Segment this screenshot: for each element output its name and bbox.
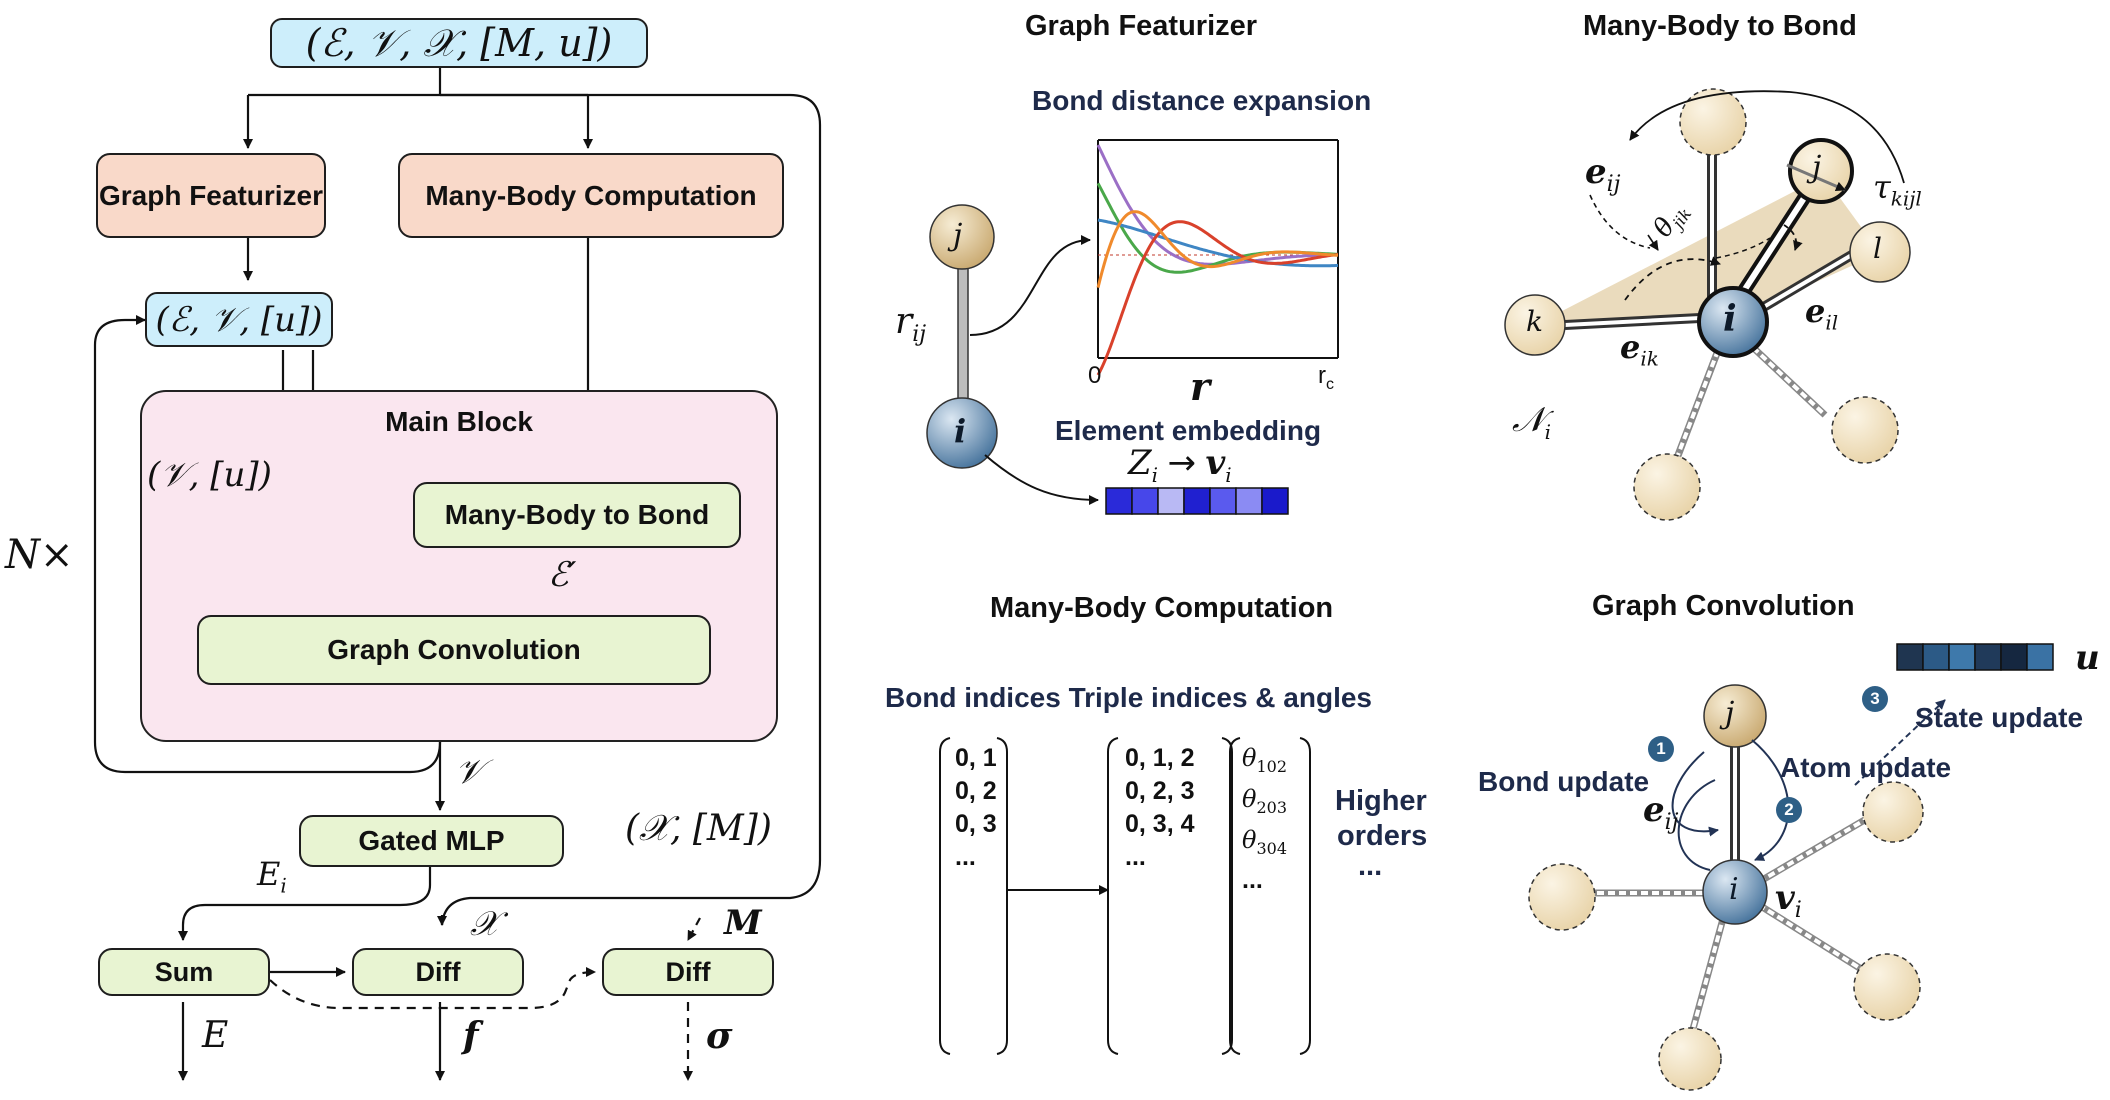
featurizer-graphics: [926, 139, 1339, 515]
m2b-atom-i: i: [1723, 298, 1737, 340]
higher-orders-more: ...: [1358, 850, 1383, 882]
many-body-to-bond-box[interactable]: Many-Body to Bond: [413, 482, 741, 548]
gc-eij: eij: [1643, 790, 1679, 835]
gc-u-label: u: [2075, 638, 2100, 678]
featurized-tuple: (ℰ, 𝒱, [u]): [145, 292, 333, 347]
angle-more: ...: [1242, 866, 1263, 895]
diff-box-stress[interactable]: Diff: [602, 948, 774, 996]
step-2-badge: 2: [1776, 797, 1802, 823]
axis-rc: rc: [1318, 362, 1334, 393]
rij-label: rij: [895, 301, 927, 348]
gated-mlp-box[interactable]: Gated MLP: [299, 815, 564, 867]
triple-index: ...: [1125, 843, 1146, 871]
m-label: M: [724, 903, 762, 943]
featurizer-atom-j: j: [953, 218, 963, 253]
x-label: 𝒳: [470, 904, 500, 944]
triple-index: 0, 1, 2: [1125, 744, 1195, 772]
basis-curve: [1096, 210, 1339, 288]
axis-r-label: r: [1190, 364, 1211, 409]
m2b-eik: eik: [1620, 328, 1659, 371]
v-label: 𝒱: [455, 752, 484, 792]
zi-to-vi-label: Zi → vi: [1128, 443, 1232, 487]
axis-zero: 0: [1088, 362, 1102, 389]
graph-featurizer-label: Graph Featurizer: [98, 179, 324, 211]
bond-index: 0, 3: [955, 810, 997, 838]
featurizer-atom-i: i: [954, 412, 967, 450]
stress-output-label: σ: [706, 1015, 733, 1057]
n-times-label: N×: [5, 532, 74, 578]
basis-curve: [1096, 220, 1339, 376]
gc-graphics: [1528, 643, 2054, 1091]
triple-indices-list: 0, 1, 2 0, 2, 3 0, 3, 4 ...: [1125, 742, 1195, 874]
m2b-neighborhood: 𝒩i: [1512, 400, 1551, 444]
bond-expansion-label: Bond distance expansion: [1032, 85, 1372, 116]
embedding-vector: [1105, 487, 1289, 515]
eprime-label: ℰ′: [548, 555, 577, 595]
bond-index: ...: [955, 843, 976, 871]
m2b-atom-j: j: [1812, 150, 1822, 185]
v-u-label: (𝒱, [u]): [147, 455, 272, 495]
higher-orders-line2: orders: [1337, 820, 1428, 852]
step-3-badge: 3: [1862, 686, 1888, 712]
main-block: Main Block: [140, 390, 778, 742]
state-vector: [1896, 643, 2054, 671]
gc-vi: vi: [1775, 878, 1802, 923]
graph-featurizer-box[interactable]: Graph Featurizer: [96, 153, 326, 238]
mbc-title: Many-Body Computation: [990, 592, 1334, 624]
atom-update-label: Atom update: [1780, 752, 1952, 783]
diff-label-stress: Diff: [665, 956, 711, 987]
graph-convolution-box[interactable]: Graph Convolution: [197, 615, 711, 685]
triple-index: 0, 2, 3: [1125, 777, 1195, 805]
mbc-brackets: [939, 737, 1311, 1055]
m2b-tau: τkijl: [1873, 168, 1922, 211]
gc-title: Graph Convolution: [1592, 590, 1855, 622]
m2b-atom-k: k: [1526, 305, 1543, 338]
many-body-computation-label: Many-Body Computation: [425, 179, 757, 211]
bond-index: 0, 2: [955, 777, 997, 805]
graph-convolution-label: Graph Convolution: [327, 634, 581, 665]
gc-atom-j: j: [1725, 696, 1735, 731]
sum-label: Sum: [154, 956, 214, 987]
higher-orders-line1: Higher: [1335, 785, 1427, 817]
angle-list: θ102 θ203 θ304 ...: [1242, 742, 1287, 897]
featurized-tuple-text: (ℰ, 𝒱, [u]): [155, 299, 323, 340]
ei-label: Ei: [257, 855, 287, 898]
basis-curve: [1097, 218, 1339, 268]
main-block-title: Main Block: [385, 406, 533, 437]
angle-entry: θ102: [1242, 744, 1287, 776]
basis-curves: [1096, 144, 1339, 376]
m2b-title: Many-Body to Bond: [1583, 10, 1857, 42]
state-update-label: State update: [1915, 702, 2084, 733]
x-m-label: (𝒳, [M]): [625, 808, 772, 849]
flow-connectors: [93, 68, 822, 1081]
input-tuple: (ℰ, 𝒱, 𝒳, [M, u]): [270, 18, 648, 68]
bond-index: 0, 1: [955, 744, 997, 772]
sum-box[interactable]: Sum: [98, 948, 270, 996]
gated-mlp-label: Gated MLP: [358, 825, 505, 856]
many-body-to-bond-label: Many-Body to Bond: [444, 499, 710, 530]
featurizer-title: Graph Featurizer: [1025, 10, 1258, 42]
m2b-eij: eij: [1585, 152, 1621, 197]
triple-index: 0, 3, 4: [1125, 810, 1195, 838]
m2b-graphics: [1504, 88, 1911, 521]
bond-update-label: Bond update: [1478, 766, 1650, 797]
gc-atom-i: i: [1729, 872, 1739, 907]
diff-box-forces[interactable]: Diff: [352, 948, 524, 996]
angle-entry: θ203: [1242, 784, 1287, 817]
bond-indices-list: 0, 1 0, 2 0, 3 ...: [955, 742, 997, 874]
many-body-computation-box[interactable]: Many-Body Computation: [398, 153, 784, 238]
angle-entry: θ304: [1242, 825, 1287, 858]
mbc-header: Bond indices Triple indices & angles: [885, 682, 1373, 713]
input-tuple-text: (ℰ, 𝒱, 𝒳, [M, u]): [305, 20, 613, 65]
element-embedding-label: Element embedding: [1055, 415, 1322, 446]
step-1-badge: 1: [1648, 736, 1674, 762]
m2b-eil: eil: [1805, 292, 1839, 335]
forces-output-label: f: [463, 1015, 479, 1057]
m2b-atom-l: l: [1873, 232, 1882, 265]
diff-label-forces: Diff: [415, 956, 461, 987]
energy-output-label: E: [202, 1015, 229, 1056]
